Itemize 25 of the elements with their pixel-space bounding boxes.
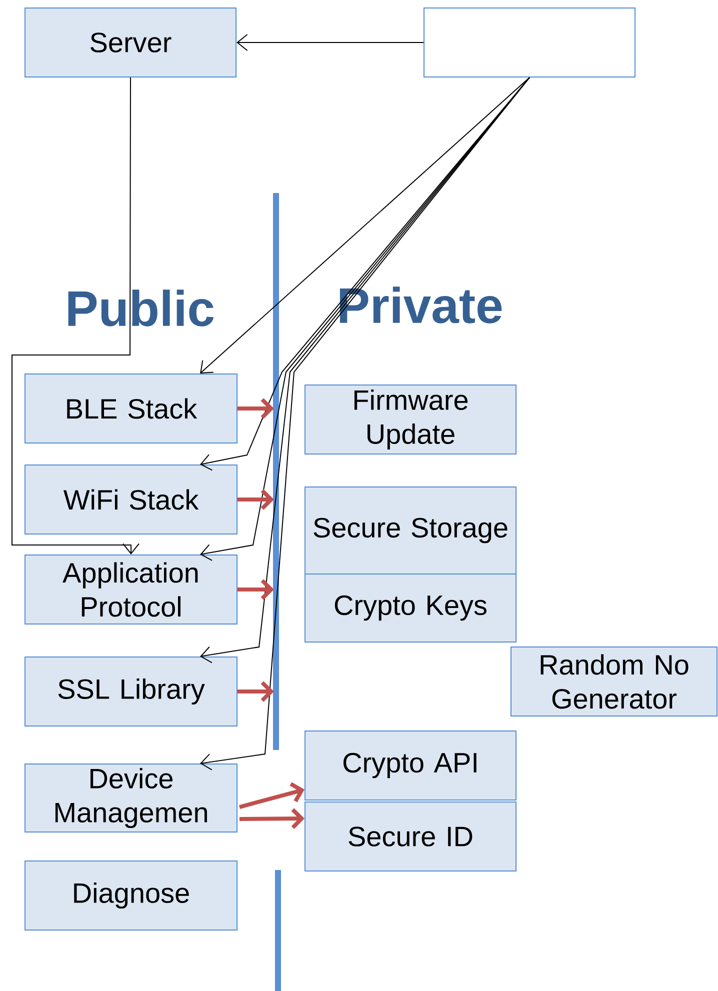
process-box: SSL Library [24, 656, 238, 726]
process-box: Device Managemen [24, 764, 238, 832]
arrow [238, 681, 274, 702]
process-box: Diagnose [24, 860, 238, 930]
process-box: Application Protocol [24, 554, 238, 624]
process-box: WiFi Stack [24, 464, 238, 534]
process-box: BLE Stack [24, 374, 238, 444]
arrow [200, 77, 530, 770]
arrow [238, 489, 274, 510]
arrow [236, 34, 424, 51]
process-box: Firmware Update [304, 384, 516, 454]
empty-box [424, 8, 636, 78]
arrow [12, 77, 140, 555]
process-box: Crypto API [304, 730, 516, 800]
arrow [238, 398, 274, 419]
arrow [200, 77, 530, 374]
process-box: Random No Generator [510, 646, 718, 716]
arrow [238, 579, 274, 600]
process-box: Crypto Keys [304, 574, 516, 642]
process-box: Secure ID [304, 802, 516, 872]
arrow [238, 782, 304, 809]
process-box: Server [24, 8, 236, 78]
process-box: Secure Storage [304, 486, 516, 574]
arrow [200, 77, 530, 664]
arrow [240, 808, 304, 829]
